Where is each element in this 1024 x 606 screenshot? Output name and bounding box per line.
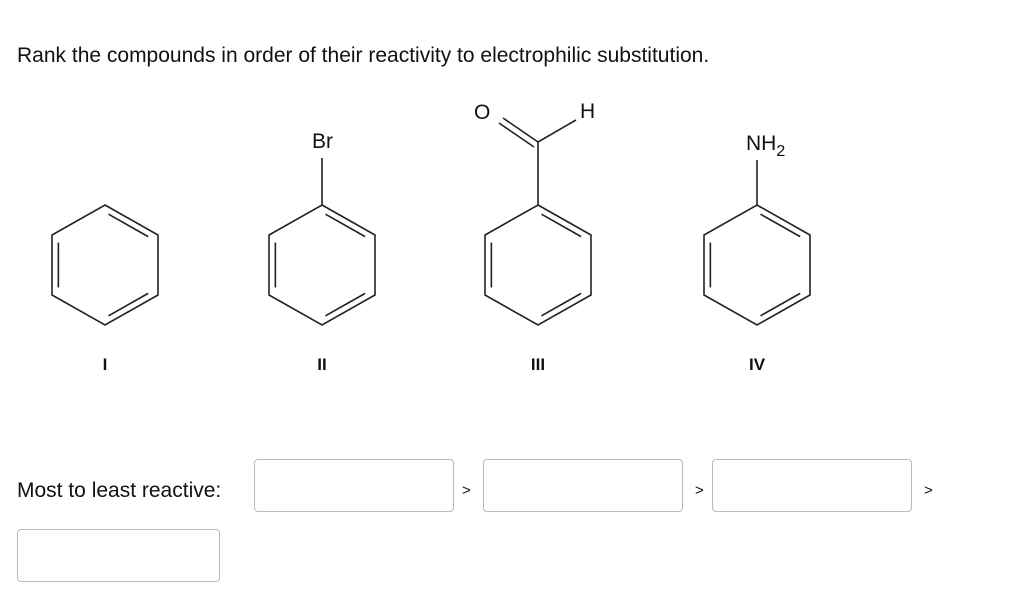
h-atom: H (580, 100, 595, 123)
compound-label-ii: II (317, 355, 327, 374)
answer-box-3[interactable] (712, 459, 912, 512)
nh-atom: NH2 (746, 132, 785, 160)
answer-box-4[interactable] (17, 529, 220, 582)
benzene-ring-4 (703, 204, 811, 326)
answer-box-1[interactable] (254, 459, 454, 512)
compound-label-iii: III (530, 355, 546, 374)
double-bond (325, 292, 366, 317)
compound-label-iv: IV (748, 355, 766, 374)
question-text: Rank the compounds in order of their rea… (17, 44, 710, 67)
br-atom: Br (312, 130, 333, 153)
greater-than-3: > (924, 482, 933, 499)
answer-box-2[interactable] (483, 459, 683, 512)
double-bond (760, 213, 801, 238)
greater-than-1: > (462, 482, 471, 499)
co-double-bond (498, 122, 535, 148)
ranking-label: Most to least reactive: (17, 479, 222, 502)
benzene-ring-1 (51, 204, 159, 326)
double-bond (108, 213, 149, 238)
compound-label-i: I (102, 355, 108, 374)
double-bond (541, 213, 582, 238)
double-bond (760, 292, 801, 317)
benzene-ring-3 (484, 204, 592, 326)
co-bond (502, 117, 539, 143)
double-bond (325, 213, 366, 238)
double-bond (108, 292, 149, 317)
double-bond (541, 292, 582, 317)
ch-bond (537, 119, 577, 143)
greater-than-2: > (695, 482, 704, 499)
benzene-ring-2 (268, 204, 376, 326)
o-atom: O (474, 101, 490, 124)
